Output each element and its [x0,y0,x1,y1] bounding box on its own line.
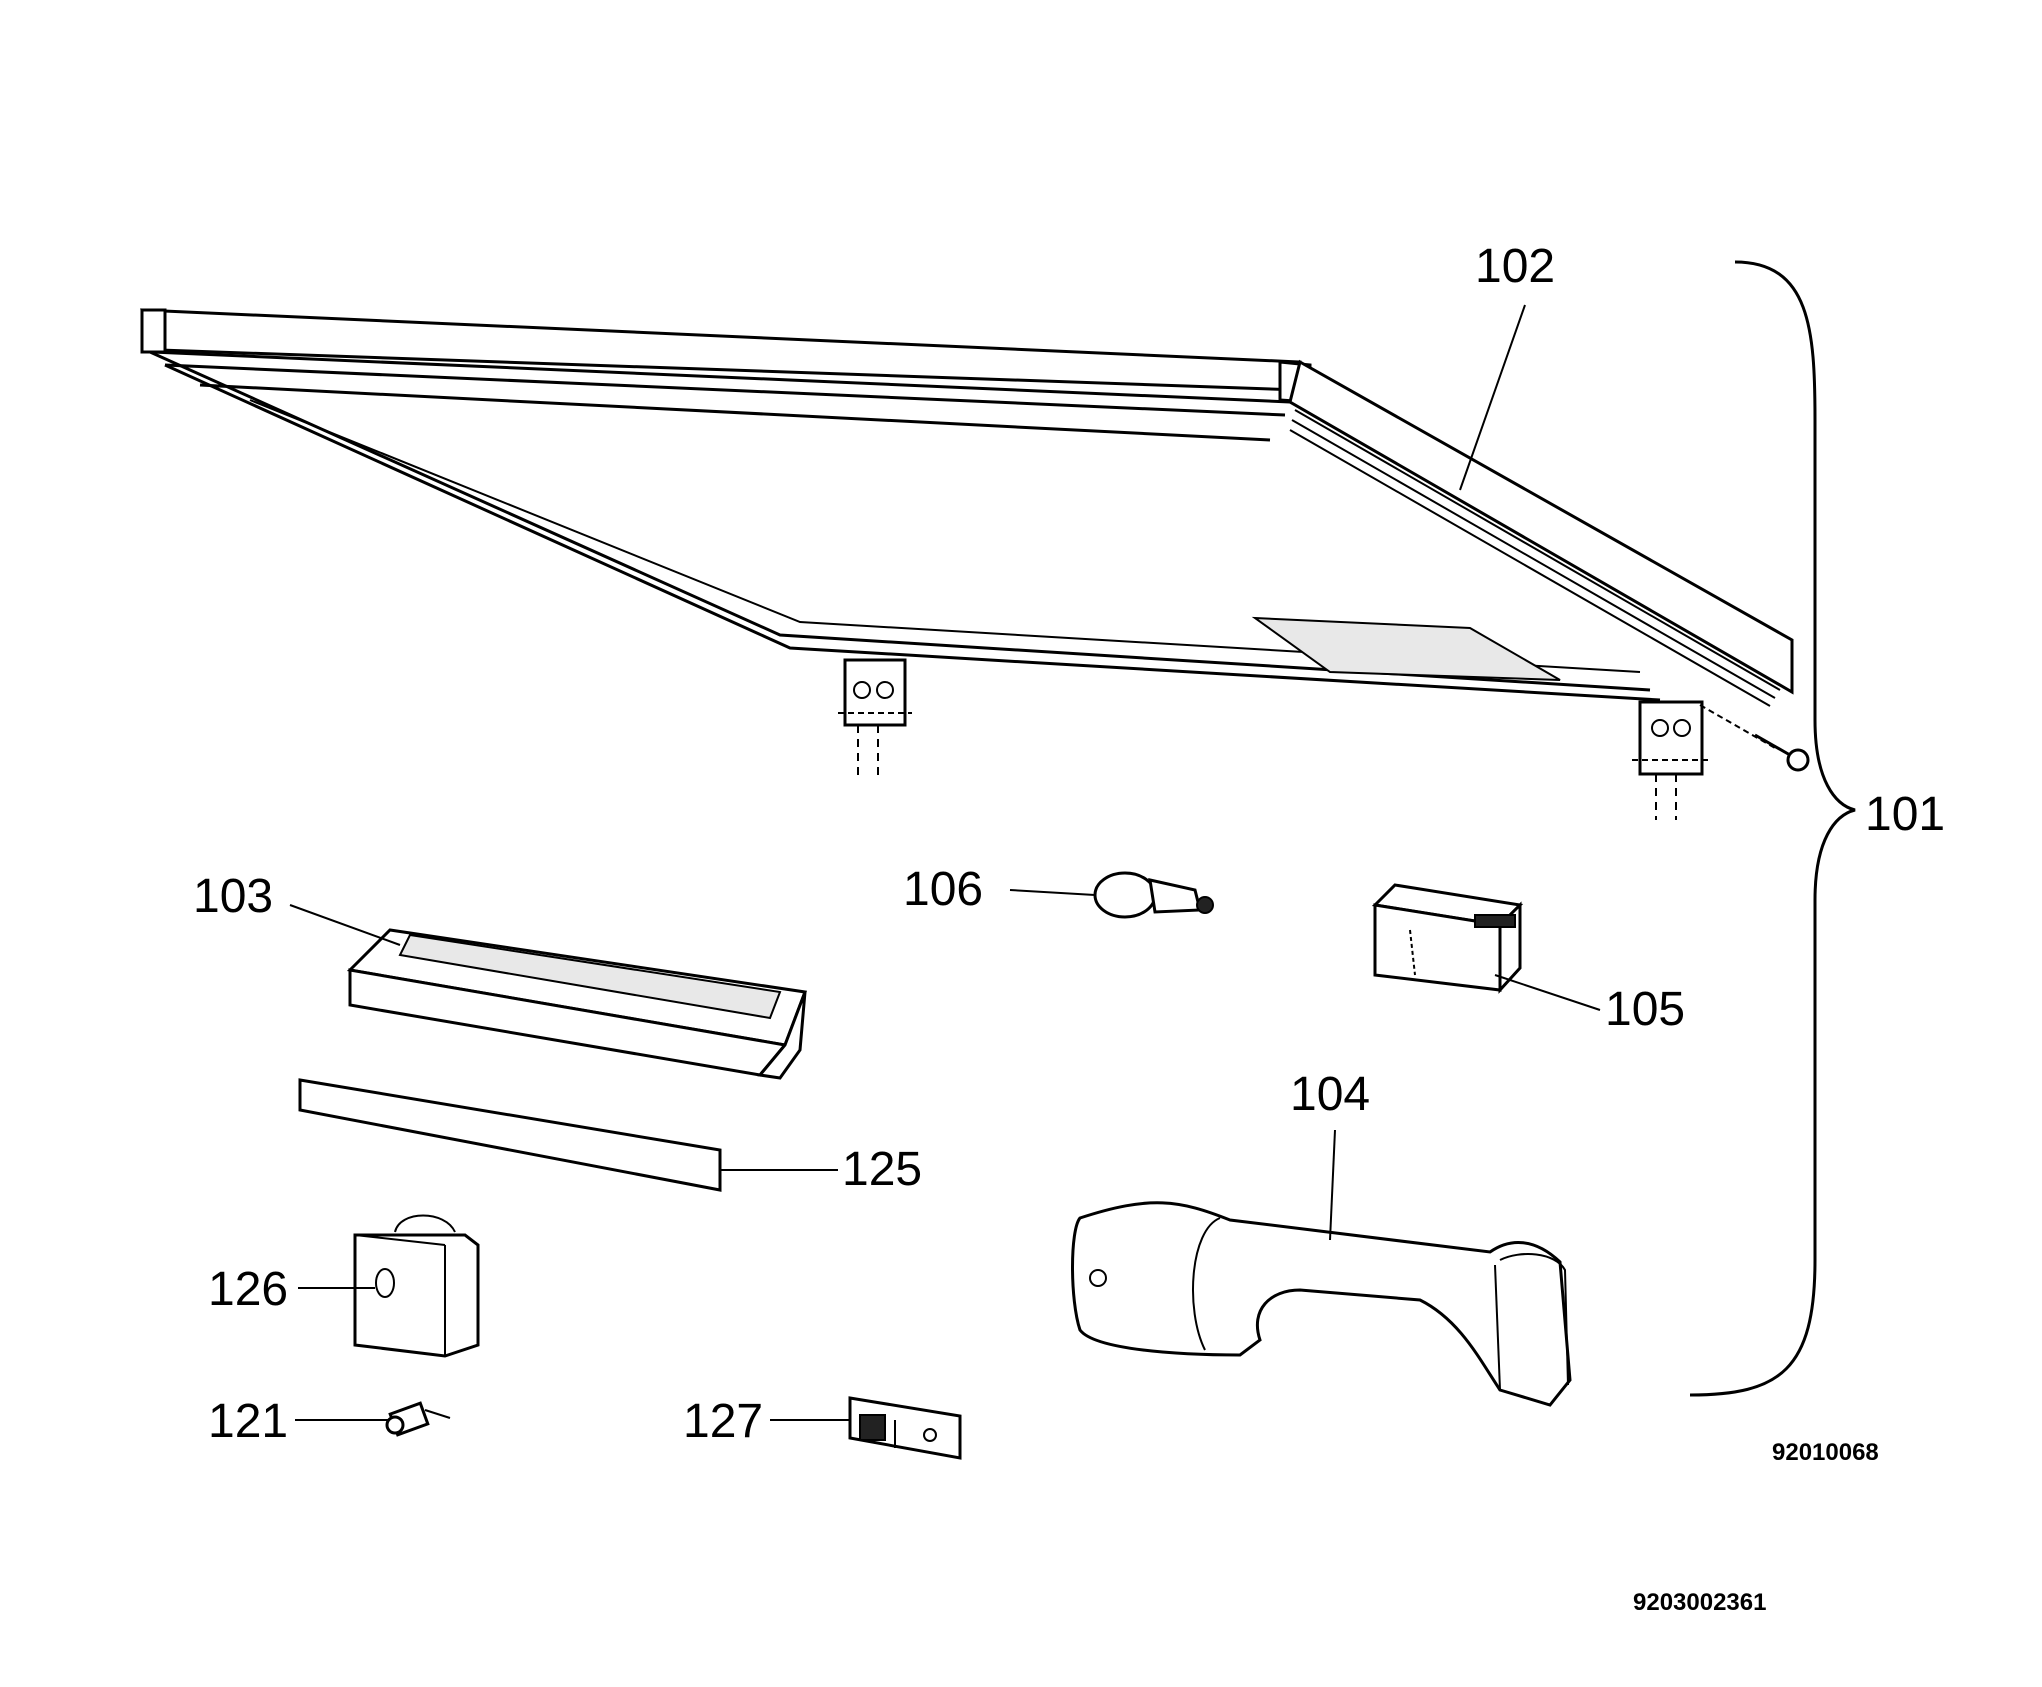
part-label-127: 127 [683,1395,763,1448]
hinge-right [1632,700,1710,820]
part-label-126: 126 [208,1263,288,1316]
frame-part-102 [140,308,1810,820]
leader-104 [1329,1129,1336,1241]
leader-106 [1009,889,1096,896]
part-label-125: 125 [842,1143,922,1196]
leader-105 [1494,974,1601,1011]
part-label-104: 104 [1290,1068,1370,1121]
document-code: 9203002361 [1633,1589,1766,1616]
leader-103 [289,904,401,946]
handle-cover-part-103 [346,928,808,1080]
clip-part-127 [848,1396,962,1460]
part-label-105: 105 [1605,983,1685,1036]
bulb-part-106 [1093,871,1214,919]
hinge-left [838,658,912,775]
pin-part-121 [385,1401,451,1437]
part-label-121: 121 [208,1395,288,1448]
part-label-102: 102 [1475,240,1555,293]
strip-part-125 [298,1078,722,1192]
part-label-103: 103 [193,870,273,923]
screw [1699,704,1810,772]
drawing-code: 92010068 [1772,1439,1879,1466]
leader-102 [1459,304,1526,491]
block-part-126 [353,1214,480,1358]
part-label-101: 101 [1865,788,1945,841]
handle-part-104 [1071,1201,1572,1407]
brace-101 [1689,260,1856,1397]
part-label-106: 106 [903,863,983,916]
leader-lines [289,304,1601,1421]
lamp-holder-part-105 [1371,883,1524,994]
